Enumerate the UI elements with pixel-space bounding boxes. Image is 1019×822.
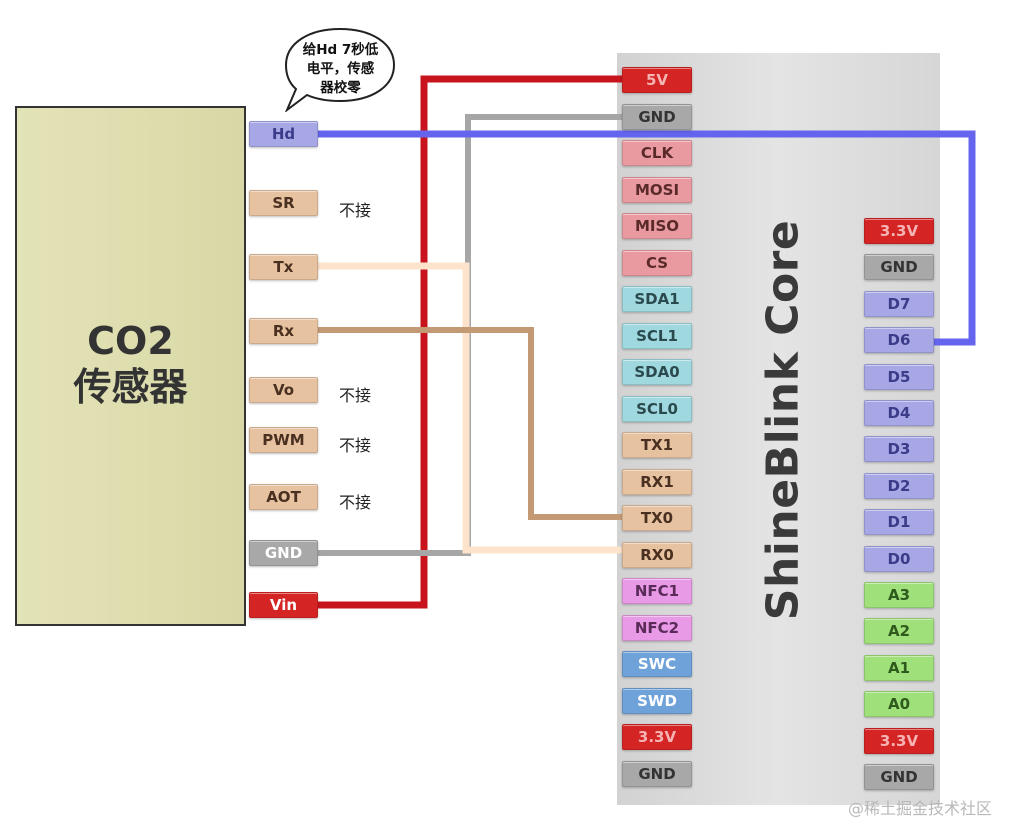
sensor-pin-sr-1: SR — [249, 190, 318, 216]
sensor-pin-vin-8: Vin — [249, 592, 318, 618]
board-pin-miso-4: MISO — [622, 213, 692, 239]
board-pin-right-d0-9: D0 — [864, 545, 934, 572]
aot-not-connected-note: 不接 — [339, 493, 372, 512]
board-pin-nfc1-14: NFC1 — [622, 578, 692, 604]
sensor-pin-vo-4: Vo — [249, 377, 318, 403]
board-pin-scl0-9: SCL0 — [622, 395, 692, 422]
sensor-title-line1: CO2 — [87, 319, 174, 363]
sensor-pin-aot-6: AOT — [249, 484, 318, 510]
board-pin-sda1-6: SDA1 — [622, 286, 692, 312]
board-pin-right-d2-7: D2 — [864, 472, 934, 499]
board-pin-clk-2: CLK — [622, 140, 692, 166]
board-pin-right-a0-13: A0 — [864, 691, 934, 718]
callout-text: 给Hd 7秒低 电平，传感 器校零 — [292, 41, 389, 98]
vo-not-connected-note: 不接 — [339, 386, 372, 405]
sensor-pin-hd-0: Hd — [249, 121, 318, 147]
board-pin-right-a2-11: A2 — [864, 618, 934, 645]
board-pin-right-d7-2: D7 — [864, 290, 934, 317]
board-pin-rx0-13: RX0 — [622, 541, 692, 568]
board-pin-33v-18: 3.3V — [622, 724, 692, 750]
board-pin-right-gnd-1: GND — [864, 254, 934, 281]
sr-not-connected-note: 不接 — [339, 201, 372, 220]
board-pin-right-d5-4: D5 — [864, 363, 934, 390]
board-title-text: ShineBlink Core — [757, 219, 809, 621]
sensor-title-line2: 传感器 — [73, 365, 188, 409]
board-pin-right-d6-3: D6 — [864, 327, 934, 354]
board-pin-scl1-7: SCL1 — [622, 322, 692, 349]
board-pin-right-a1-12: A1 — [864, 654, 934, 681]
sensor-pin-pwm-5: PWM — [249, 427, 318, 453]
board-pin-5v-0: 5V — [622, 67, 692, 93]
board-pin-swc-16: SWC — [622, 651, 692, 677]
board-pin-right-gnd-15: GND — [864, 764, 934, 790]
board-pin-gnd-19: GND — [622, 760, 692, 787]
board-pin-swd-17: SWD — [622, 687, 692, 714]
board-pin-sda0-8: SDA0 — [622, 359, 692, 385]
board-pin-right-d3-6: D3 — [864, 436, 934, 463]
wire-vin-5v — [318, 75, 622, 609]
board-pin-right-d4-5: D4 — [864, 400, 934, 426]
sensor-pin-gnd-7: GND — [249, 540, 318, 566]
sensor-title: CO2 传感器 — [15, 318, 246, 410]
board-pin-right-33v-0: 3.3V — [864, 218, 934, 244]
board-pin-right-a3-10: A3 — [864, 582, 934, 608]
sensor-pin-tx-2: Tx — [249, 254, 318, 280]
callout-line1: 给Hd 7秒低 — [302, 42, 379, 58]
co2-sensor-module — [15, 106, 246, 626]
board-pin-right-33v-14: 3.3V — [864, 727, 934, 754]
callout-line2: 电平，传感 — [306, 61, 375, 77]
callout-line3: 器校零 — [320, 80, 361, 96]
pwm-not-connected-note: 不接 — [339, 436, 372, 455]
wire-gnd-gnd — [318, 114, 622, 556]
board-pin-mosi-3: MOSI — [622, 176, 692, 203]
board-pin-rx1-11: RX1 — [622, 468, 692, 495]
board-pin-gnd-1: GND — [622, 103, 692, 130]
board-pin-cs-5: CS — [622, 249, 692, 276]
sensor-pin-rx-3: Rx — [249, 318, 318, 344]
board-pin-tx0-12: TX0 — [622, 505, 692, 531]
board-pin-tx1-10: TX1 — [622, 432, 692, 458]
board-pin-nfc2-15: NFC2 — [622, 614, 692, 641]
watermark: @稀土掘金技术社区 — [848, 799, 993, 818]
board-pin-right-d1-8: D1 — [864, 509, 934, 536]
